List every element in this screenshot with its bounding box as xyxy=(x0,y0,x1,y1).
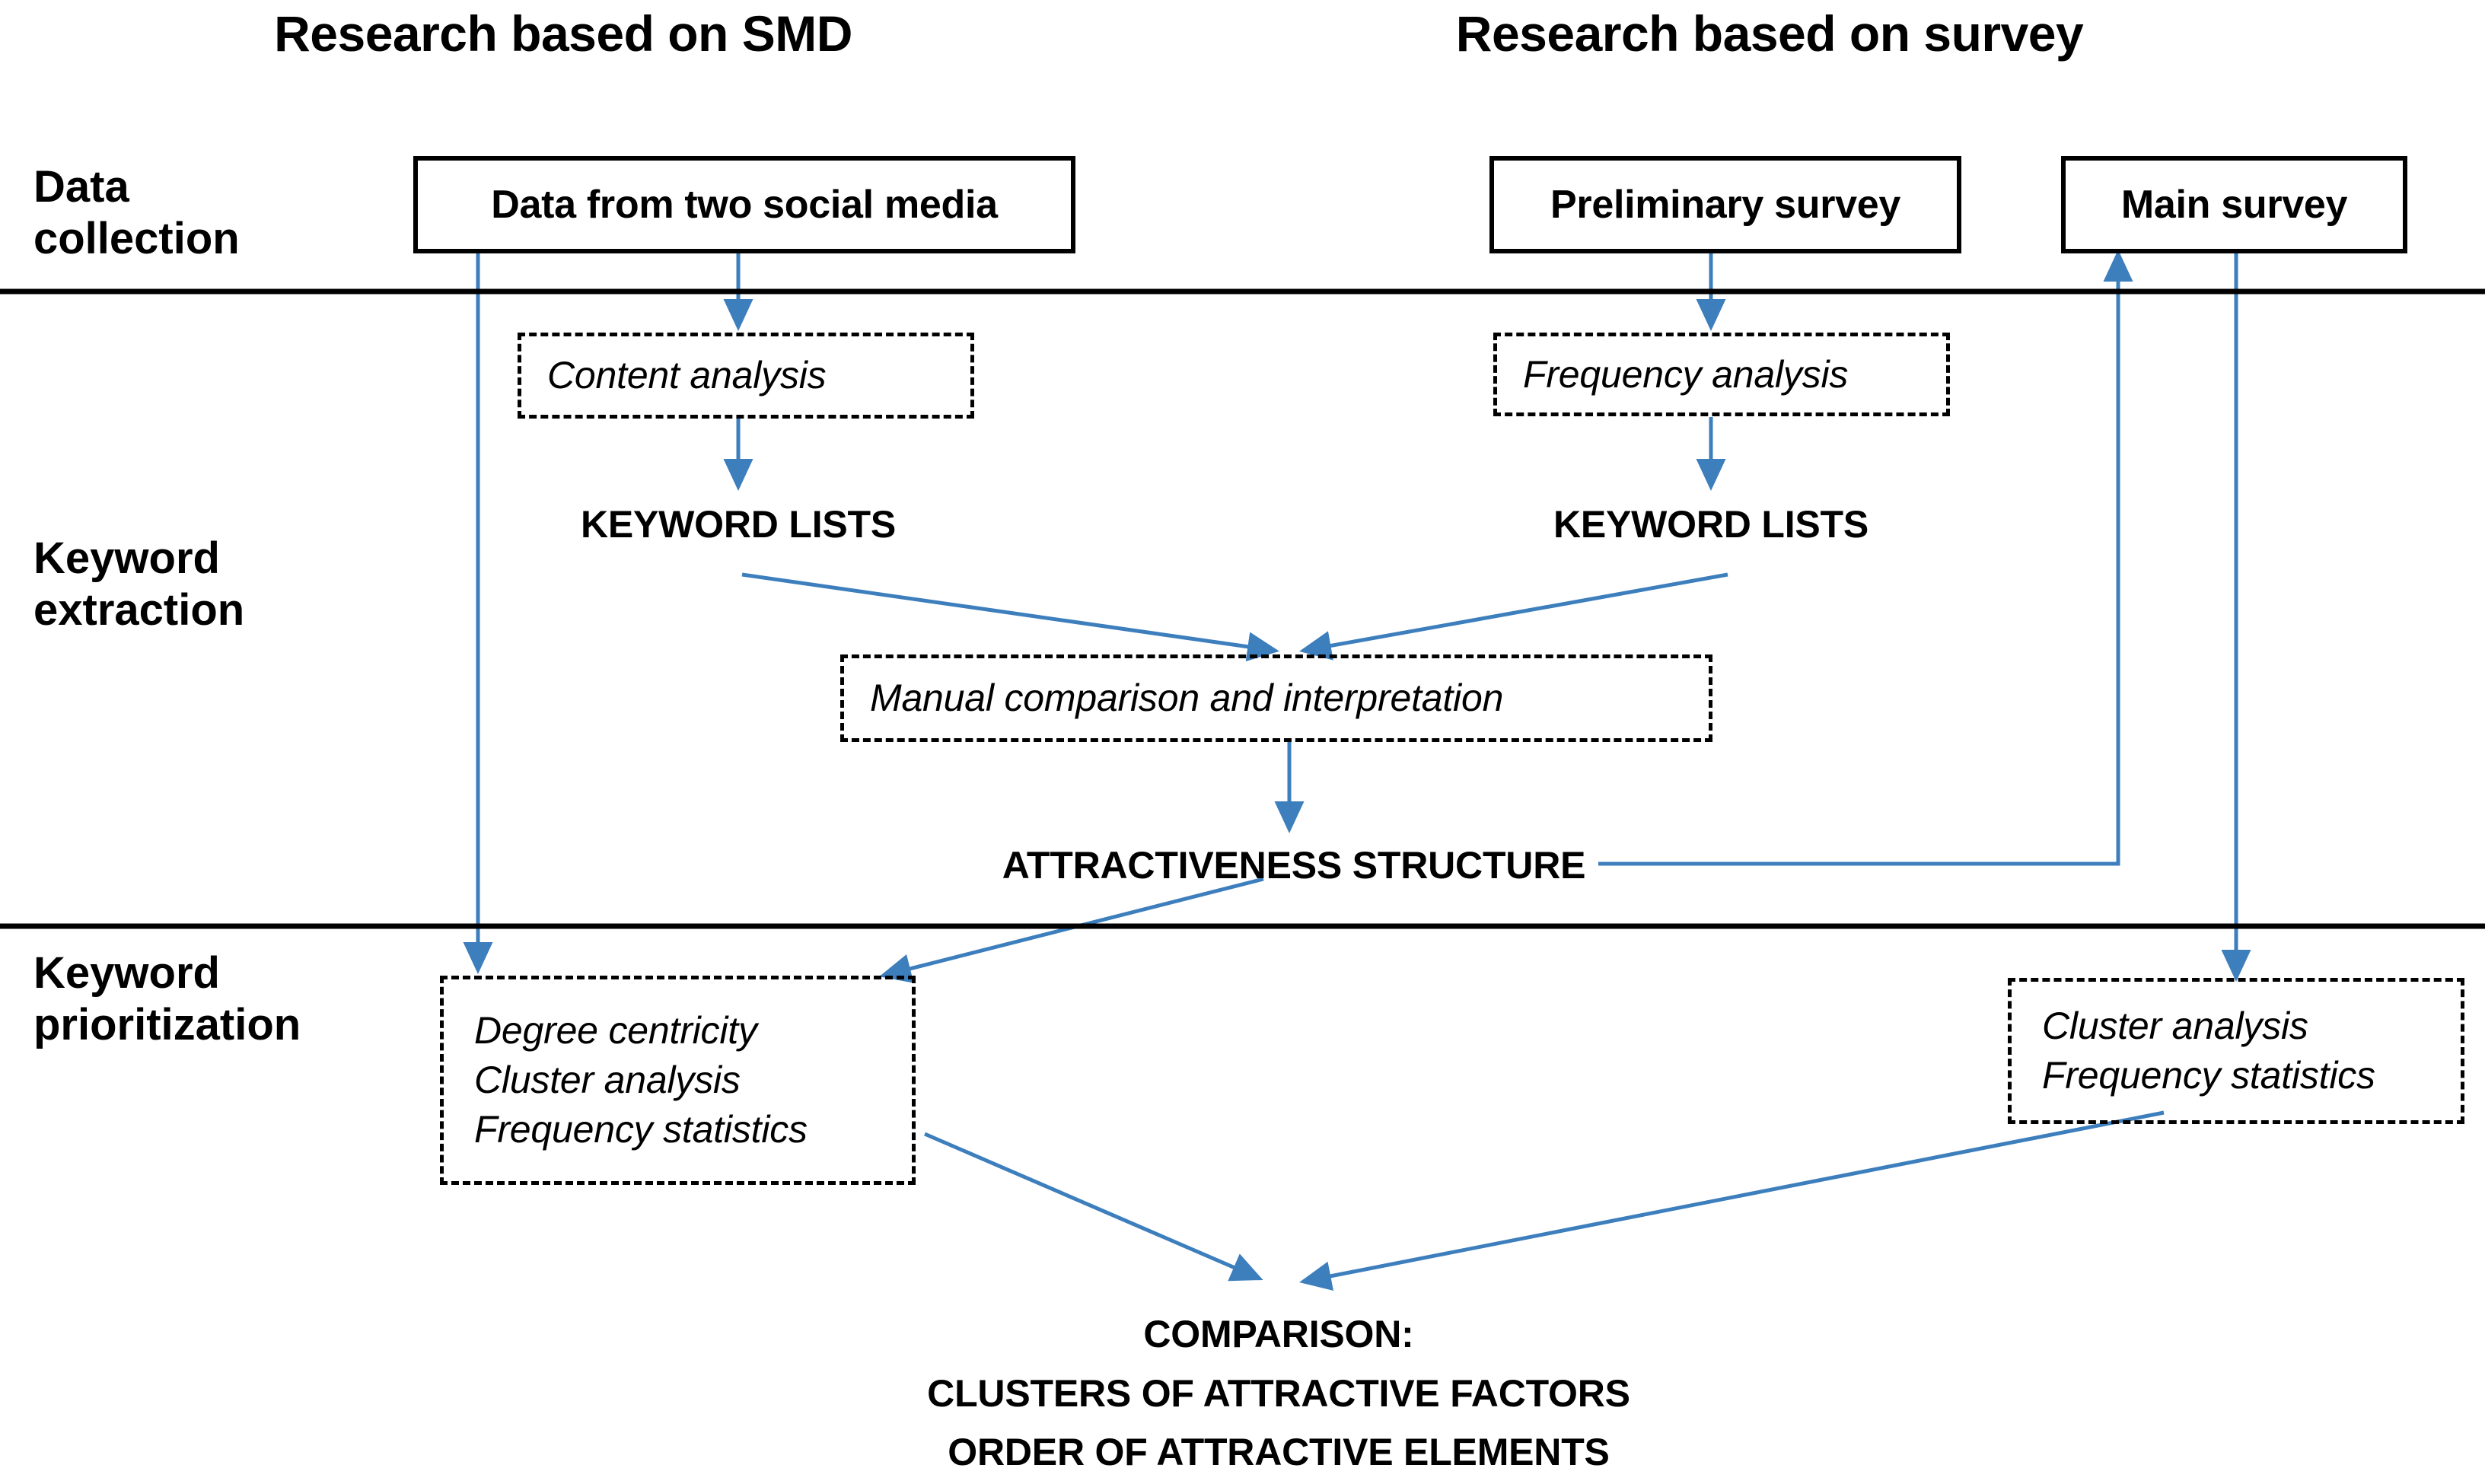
method-line: Manual comparison and interpretation xyxy=(870,677,1504,719)
method-line: Frequency statistics xyxy=(474,1108,808,1151)
stage-label-keyword-extraction: Keyword extraction xyxy=(33,533,244,637)
connector-survey-methods-to-comparison xyxy=(1299,1110,2165,1291)
node-manual-comparison-and-interpretation[interactable]: Manual comparison and interpretation xyxy=(840,654,1712,742)
node-preliminary-survey[interactable]: Preliminary survey xyxy=(1489,156,1961,253)
node-label: Preliminary survey xyxy=(1550,183,1900,227)
node-label: Data from two social media xyxy=(491,183,998,227)
node-keyword-lists-survey: KEYWORD LISTS xyxy=(1553,503,1869,546)
outcome-line-2: CLUSTERS OF ATTRACTIVE FACTORS xyxy=(927,1371,1630,1415)
connector-attractiveness-structure-to-smd-methods xyxy=(879,877,1264,983)
method-line: Frequency statistics xyxy=(2042,1054,2375,1097)
connector-keyword-lists-right-to-manual-comparison xyxy=(1299,572,1728,661)
node-survey-prioritization-methods[interactable]: Cluster analysis Frequency statistics xyxy=(2008,978,2464,1124)
node-label: Main survey xyxy=(2120,183,2348,227)
node-comparison-outcome: COMPARISON: CLUSTERS OF ATTRACTIVE FACTO… xyxy=(822,1305,1735,1482)
stage-label-line-1: Keyword xyxy=(33,948,220,998)
node-attractiveness-structure: ATTRACTIVENESS STRUCTURE xyxy=(1002,844,1586,887)
outcome-line-1: COMPARISON: xyxy=(1143,1313,1414,1355)
node-keyword-lists-smd: KEYWORD LISTS xyxy=(580,503,897,546)
connector-smd-methods-to-comparison xyxy=(924,1132,1263,1282)
method-line: Degree centricity xyxy=(474,1009,757,1052)
outcome-line-3: ORDER OF ATTRACTIVE ELEMENTS xyxy=(948,1431,1610,1473)
connector-keyword-lists-left-to-manual-comparison xyxy=(741,572,1279,662)
method-line: Content analysis xyxy=(547,354,827,396)
stage-label-data-collection: Data collection xyxy=(33,161,240,266)
method-line: Cluster analysis xyxy=(474,1059,741,1101)
stage-label-line-2: prioritization xyxy=(33,1000,301,1050)
node-main-survey[interactable]: Main survey xyxy=(2061,156,2407,253)
node-frequency-analysis[interactable]: Frequency analysis xyxy=(1493,333,1950,416)
node-content-analysis[interactable]: Content analysis xyxy=(518,333,974,419)
method-line: Cluster analysis xyxy=(2042,1005,2308,1047)
stage-label-line-1: Keyword xyxy=(33,533,220,583)
stage-label-line-1: Data xyxy=(33,162,129,212)
node-data-from-two-social-media[interactable]: Data from two social media xyxy=(413,156,1075,253)
column-header-smd: Research based on SMD xyxy=(274,5,852,62)
method-line: Frequency analysis xyxy=(1523,352,1849,396)
stage-label-line-2: collection xyxy=(33,214,240,264)
node-smd-prioritization-methods[interactable]: Degree centricity Cluster analysis Frequ… xyxy=(440,976,916,1185)
stage-label-keyword-prioritization: Keyword prioritization xyxy=(33,947,301,1052)
stage-label-line-2: extraction xyxy=(33,585,245,635)
column-header-survey: Research based on survey xyxy=(1455,5,2084,62)
